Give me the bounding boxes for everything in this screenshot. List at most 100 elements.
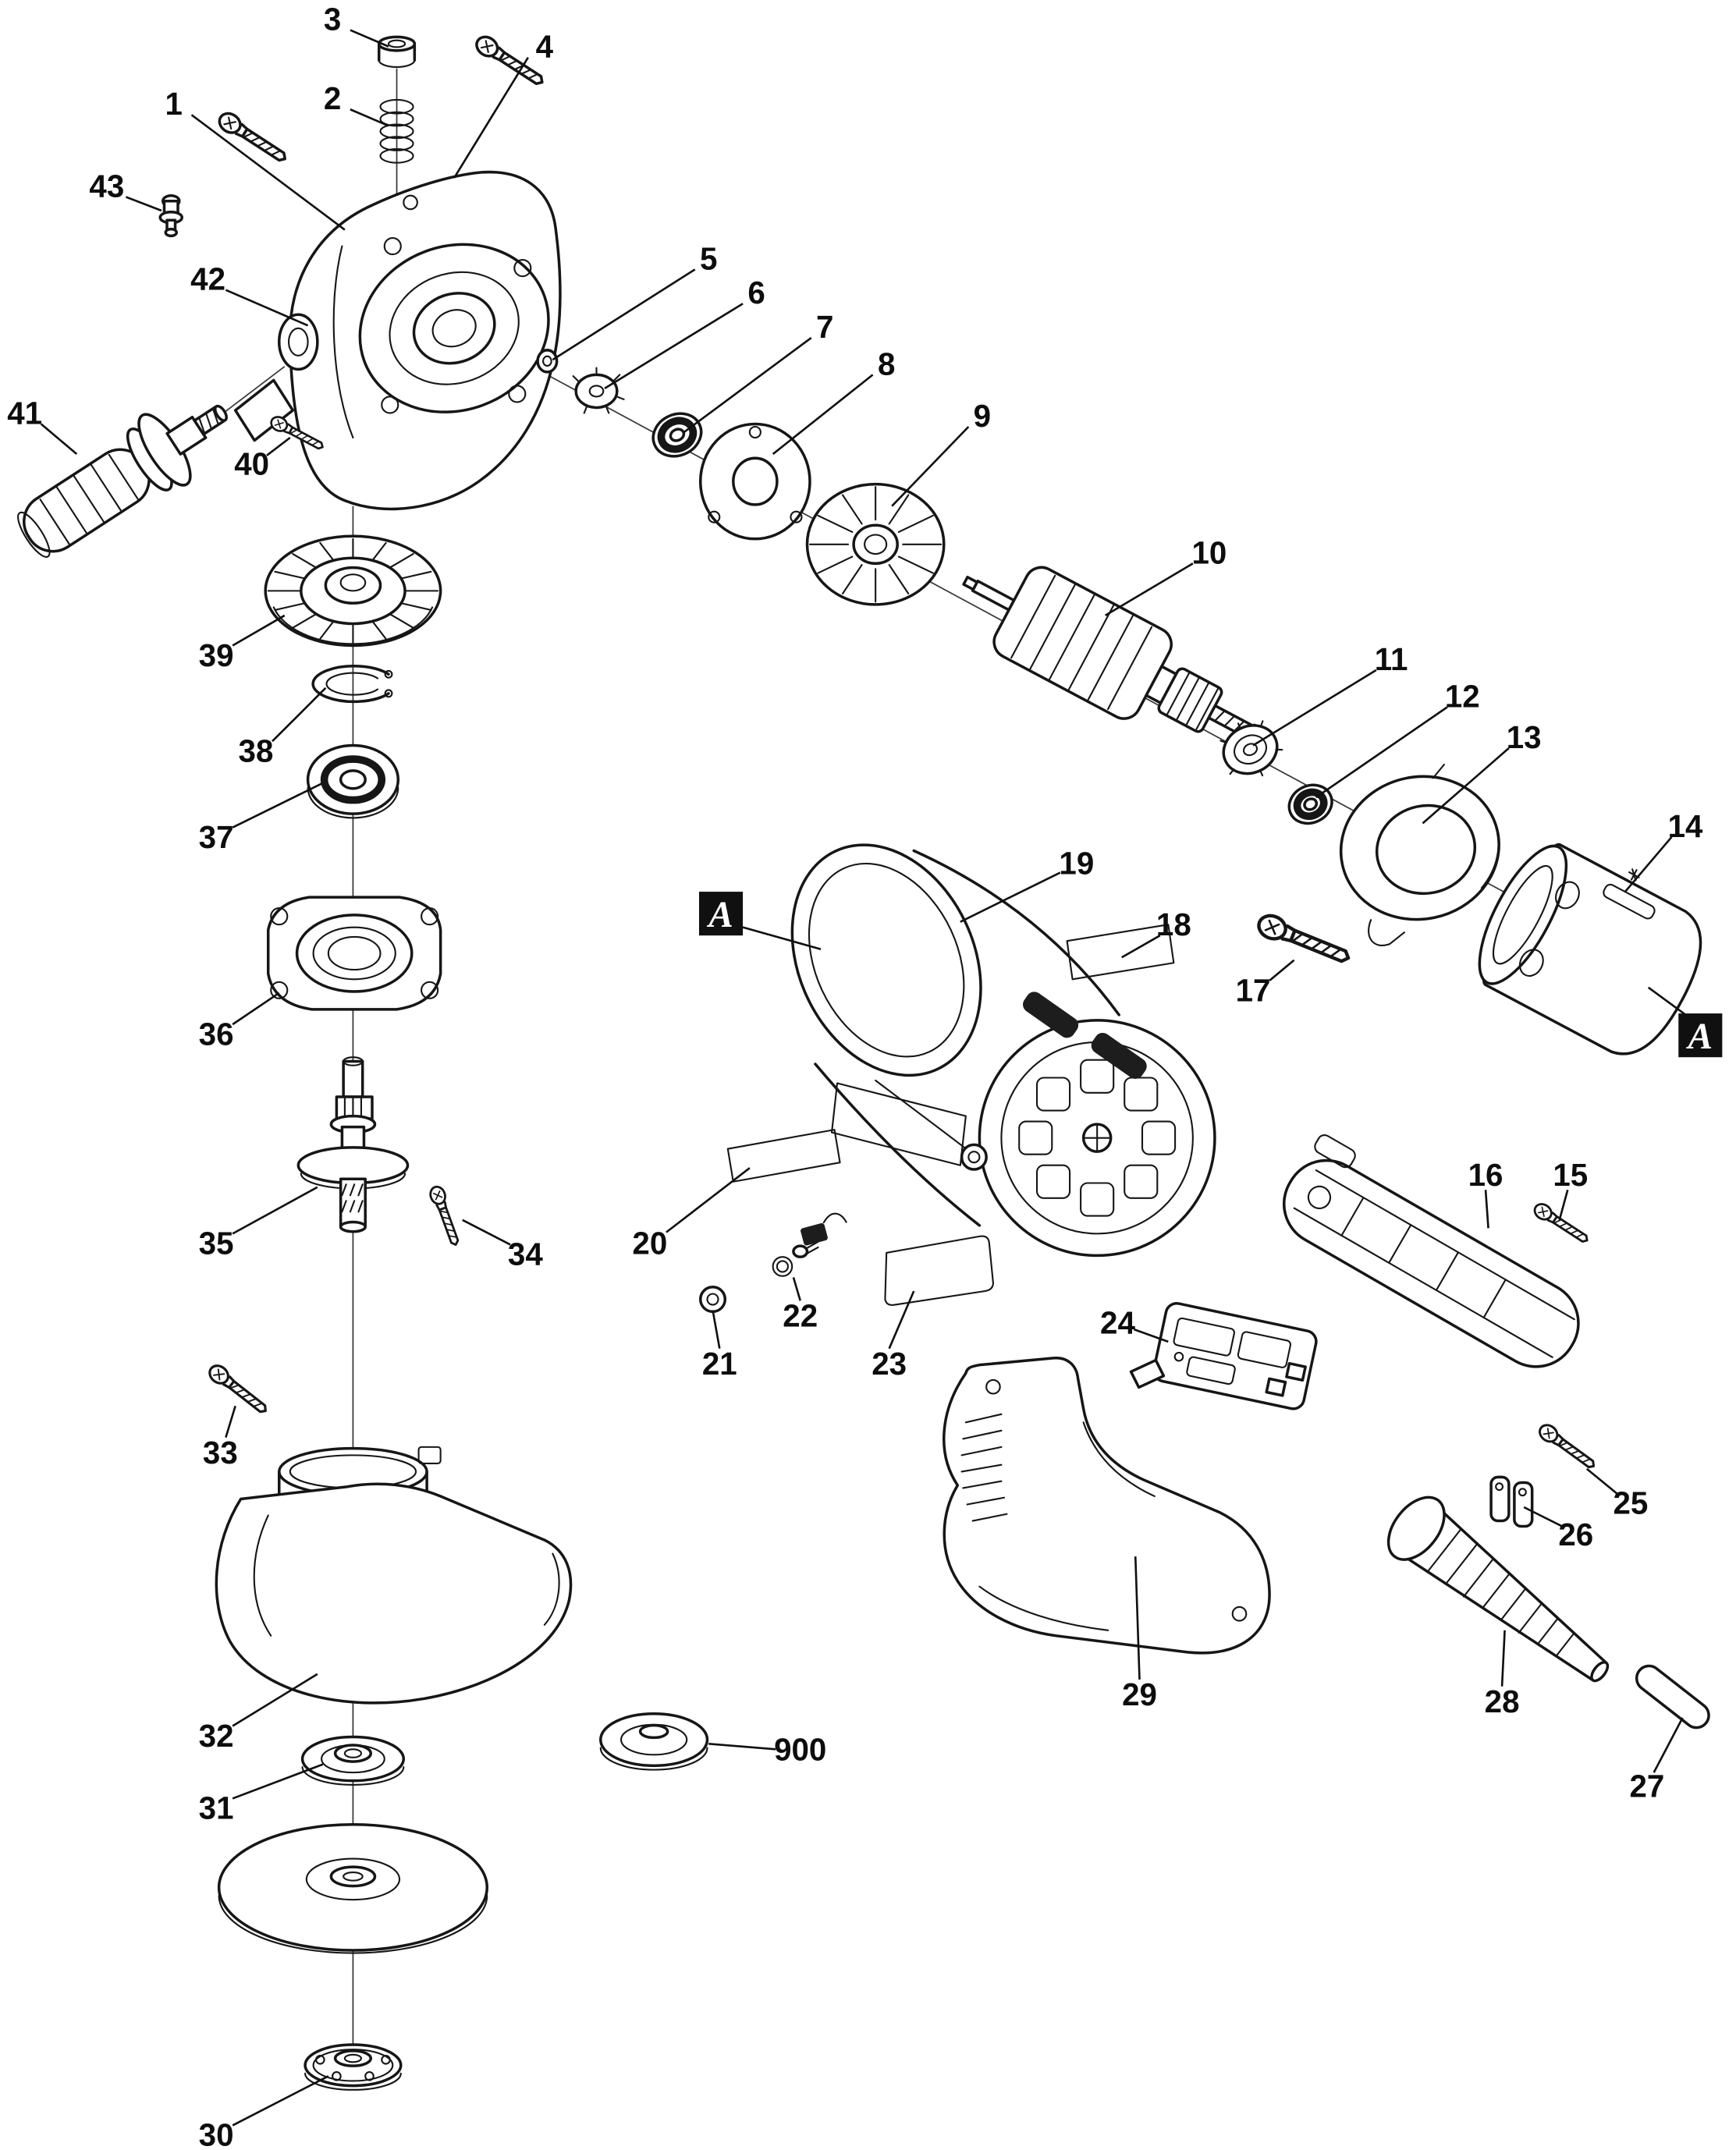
part-handle-lower-16 <box>1282 1134 1580 1368</box>
callout-label-34: 34 <box>508 1236 543 1272</box>
callout-leader-22 <box>792 1277 801 1301</box>
callout-leader-20 <box>666 1167 751 1233</box>
part-outer-flange-900 <box>599 1712 709 1771</box>
callout-label-39: 39 <box>199 637 234 673</box>
callout-label-23: 23 <box>872 1346 907 1382</box>
callout-label-36: 36 <box>199 1016 234 1052</box>
callout-leader-6 <box>604 303 744 390</box>
callout-leader-37 <box>232 782 322 828</box>
callout-leader-43 <box>125 196 162 212</box>
callout-leader-5 <box>552 268 696 361</box>
callout-leader-31 <box>232 1763 324 1800</box>
callout-leader-28 <box>1500 1630 1506 1687</box>
callout-leader-34 <box>462 1219 511 1246</box>
callout-label-9: 9 <box>974 398 991 434</box>
callout-leader-13 <box>1422 747 1510 825</box>
part-carbon-brush <box>801 1212 847 1246</box>
part-bearing-12 <box>1287 783 1333 825</box>
callout-leader-42 <box>225 289 309 327</box>
callout-label-12: 12 <box>1445 678 1480 714</box>
part-insulation-plate-23 <box>884 1235 994 1306</box>
callout-leader-23 <box>888 1290 915 1350</box>
part-screw-17 <box>1255 912 1352 968</box>
callout-leader-12 <box>1315 706 1448 799</box>
part-spindle-35 <box>296 1056 410 1233</box>
part-pin-43 <box>158 193 184 238</box>
callout-label-2: 2 <box>324 80 341 116</box>
callout-label-19: 19 <box>1059 845 1094 881</box>
callout-label-21: 21 <box>702 1346 737 1382</box>
part-screw-25 <box>1535 1420 1599 1474</box>
callout-label-5: 5 <box>700 240 717 276</box>
part-handle-cover-29 <box>943 1357 1271 1655</box>
part-washer-11 <box>1219 720 1283 777</box>
callout-leader-36 <box>232 992 280 1026</box>
part-wheel-guard-32 <box>215 1446 573 1705</box>
callout-leader-35 <box>232 1186 318 1235</box>
callout-leader-33 <box>225 1405 236 1438</box>
callout-leader-40 <box>266 436 291 456</box>
callout-leader-21 <box>712 1310 721 1349</box>
callout-leader-8 <box>772 374 874 456</box>
callout-label-27: 27 <box>1630 1769 1665 1804</box>
callout-leader-900 <box>708 1742 776 1751</box>
callout-label-26: 26 <box>1558 1517 1593 1552</box>
callout-leader-26 <box>1523 1506 1563 1527</box>
callout-leader-29 <box>1134 1556 1141 1680</box>
callout-label-8: 8 <box>878 346 895 381</box>
callout-label-41: 41 <box>7 395 42 431</box>
callout-leader-27 <box>1653 1717 1684 1773</box>
callout-label-35: 35 <box>199 1226 234 1261</box>
part-screw-33 <box>204 1361 272 1419</box>
callout-label-25: 25 <box>1613 1485 1648 1521</box>
part-bearing-box-13 <box>1339 763 1500 946</box>
part-motor-housing-19 <box>790 843 1216 1258</box>
callout-leader-7 <box>683 336 812 434</box>
part-grinding-wheel <box>217 1822 488 1954</box>
callout-leader-10 <box>1105 562 1194 617</box>
callout-leader-15 <box>1558 1189 1569 1221</box>
rear-vent-grid <box>1018 1059 1177 1217</box>
callout-label-20: 20 <box>632 1226 667 1261</box>
callout-label-16: 16 <box>1468 1157 1503 1193</box>
callout-leader-30 <box>232 2075 329 2127</box>
callout-leader-3 <box>350 29 389 48</box>
part-field-14 <box>1478 843 1702 1055</box>
callout-leader-9 <box>891 426 970 507</box>
callout-label-13: 13 <box>1507 719 1542 755</box>
callout-label-42: 42 <box>190 261 225 297</box>
callout-label-24: 24 <box>1100 1304 1135 1340</box>
callout-leader-38 <box>272 687 327 743</box>
callout-leader-19 <box>960 871 1061 923</box>
callout-leader-11 <box>1252 669 1377 747</box>
part-cord-clamp-26 <box>1489 1475 1534 1528</box>
part-screw-1 <box>214 108 292 168</box>
callout-leader-4 <box>453 56 529 179</box>
callout-label-40: 40 <box>234 445 269 481</box>
callout-leader-25 <box>1585 1467 1618 1495</box>
callout-label-28: 28 <box>1485 1683 1520 1719</box>
callout-label-18: 18 <box>1156 906 1191 942</box>
callout-label-29: 29 <box>1122 1676 1157 1712</box>
callout-label-3: 3 <box>324 2 341 37</box>
part-side-handle-41 <box>17 404 228 558</box>
callout-label-32: 32 <box>199 1718 234 1754</box>
part-circlip-38 <box>311 665 393 704</box>
part-fan-9 <box>805 482 946 606</box>
part-bearing-37 <box>306 743 400 819</box>
callout-label-38: 38 <box>239 733 274 768</box>
view-marker-leader-1 <box>1647 986 1691 1019</box>
part-bearing-retainer-36 <box>266 896 442 1011</box>
callout-label-17: 17 <box>1236 972 1271 1008</box>
view-marker-label-1: A <box>1686 1016 1713 1057</box>
part-bearing-retainer-8 <box>698 422 811 541</box>
callout-label-22: 22 <box>783 1298 818 1334</box>
callout-label-900: 900 <box>774 1731 826 1767</box>
part-spring-2 <box>379 98 414 164</box>
part-grommet-3 <box>377 35 417 68</box>
part-switch-24 <box>1129 1301 1318 1410</box>
part-cord-27 <box>1635 1664 1710 1730</box>
